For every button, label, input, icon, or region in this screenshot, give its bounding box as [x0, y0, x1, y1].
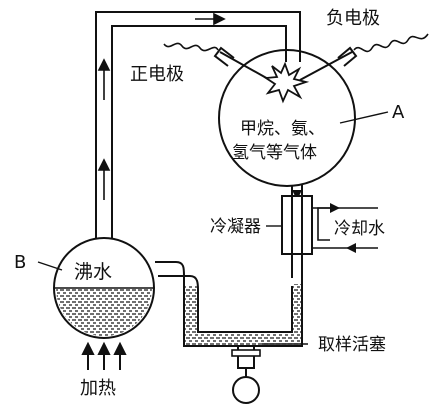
sampling-stopcock-label: 取样活塞: [318, 335, 386, 355]
condenser: [281, 195, 313, 255]
flask-a-contents-line1: 甲烷、氨、: [240, 119, 325, 139]
positive-electrode-lead: [163, 42, 219, 52]
arrow-icon: [195, 12, 226, 26]
negative-electrode-wire: [299, 51, 353, 81]
arrow-icon: [97, 158, 111, 200]
flask-b-water: [56, 288, 152, 336]
positive-electrode-wire: [219, 51, 271, 81]
flask-b-letter: B: [14, 252, 26, 273]
condenser-label: 冷凝器: [210, 217, 261, 237]
positive-electrode-label: 正电极: [130, 64, 184, 85]
connecting-tube-bottom: [158, 275, 199, 291]
arrow-icon: [346, 243, 356, 253]
arrow-icon: [330, 203, 340, 213]
connecting-tube-top: [155, 261, 185, 277]
up-arrow-icon: [81, 341, 127, 370]
glass-tube-inner-wall: [111, 25, 287, 262]
arrow-icon: [97, 58, 111, 100]
cooling-water-label: 冷却水: [334, 219, 385, 239]
u-tube-inner: [197, 286, 293, 333]
boiling-water-label: 沸水: [74, 261, 112, 283]
negative-electrode-label: 负电极: [326, 8, 380, 29]
flask-a-contents-line2: 氢气等气体: [232, 143, 317, 163]
collection-flask: [232, 376, 260, 404]
spark-icon: [263, 61, 310, 104]
flask-a-letter: A: [392, 102, 405, 123]
glass-tube-outer-wall: [95, 11, 301, 262]
negative-electrode-lead: [353, 33, 429, 53]
flask-b-leader: [37, 261, 63, 271]
flask-a-leader: [339, 111, 389, 124]
electrode-port-left: [213, 46, 235, 67]
heating-label: 加热: [80, 378, 116, 399]
u-tube-water: [185, 284, 301, 345]
